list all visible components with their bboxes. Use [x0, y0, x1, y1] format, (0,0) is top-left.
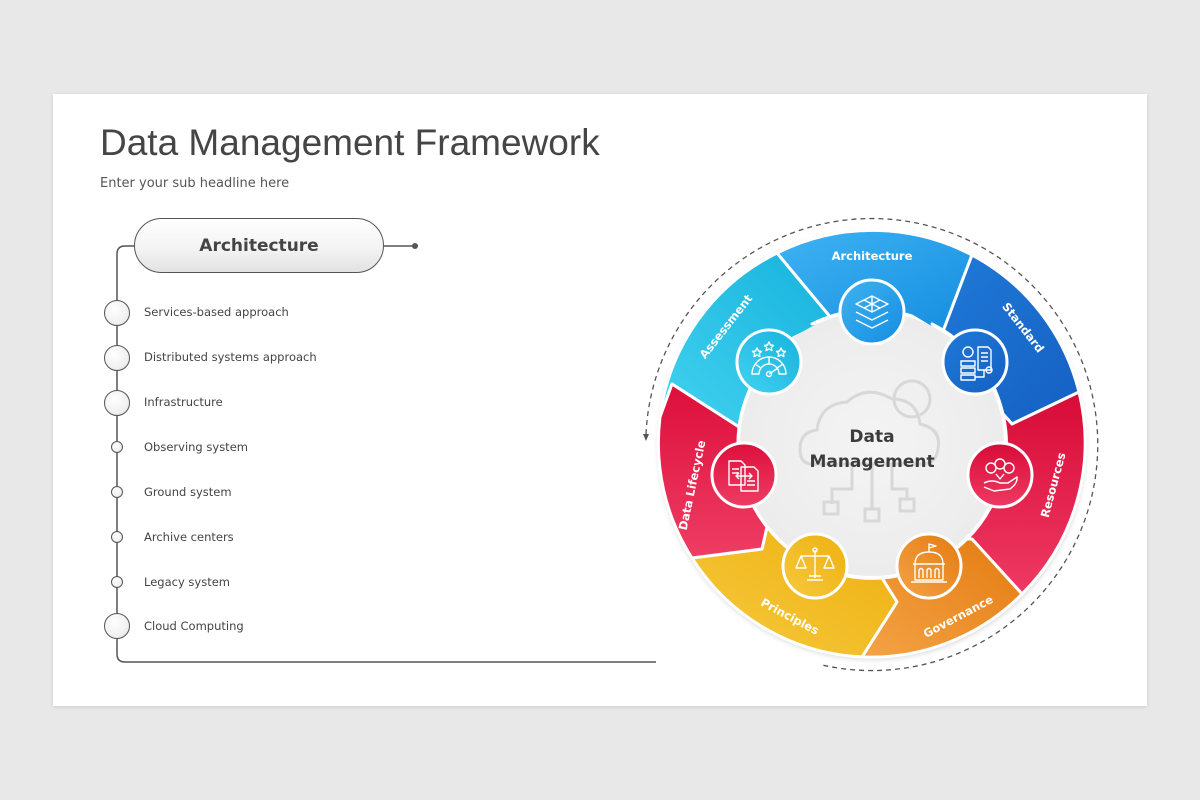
timeline-node-large — [104, 345, 130, 371]
cloud-gear-circuit-icon — [798, 379, 941, 523]
balance-scale-icon — [795, 547, 835, 581]
timeline-node-large — [104, 613, 130, 639]
page-subtitle: Enter your sub headline here — [100, 176, 290, 191]
government-building-icon — [911, 543, 947, 583]
list-item: Distributed systems approach — [144, 350, 317, 364]
slide: Data Management Framework Enter your sub… — [53, 94, 1147, 706]
list-item: Services-based approach — [144, 305, 289, 319]
rating-gauge-icon — [751, 341, 787, 378]
list-item: Infrastructure — [144, 395, 223, 409]
layers-grid-icon — [855, 295, 889, 329]
timeline-node-large — [104, 300, 130, 326]
cycle-dashed-arrow — [645, 217, 1099, 672]
architecture-heading: Architecture — [199, 235, 319, 256]
data-lifecycle-icon-circle — [710, 441, 778, 509]
arrow-head-icon — [643, 434, 649, 441]
document-exchange-icon — [728, 460, 759, 492]
list-item: Cloud Computing — [144, 619, 244, 633]
center-label-line1: Data — [849, 427, 894, 447]
list-item: Observing system — [144, 440, 248, 454]
center-disk — [740, 312, 1004, 576]
list-item: Legacy system — [144, 575, 230, 589]
timeline-node-small — [111, 531, 123, 543]
list-item: Archive centers — [144, 530, 234, 544]
data-management-wheel: Data Management Architecture Standard Re… — [643, 217, 1099, 672]
timeline-node-large — [104, 390, 130, 416]
center-label-line2: Management — [809, 452, 934, 472]
connector-dot — [412, 243, 418, 249]
timeline-node-small — [111, 486, 123, 498]
timeline-node-small — [111, 576, 123, 588]
hand-people-money-icon — [983, 458, 1018, 492]
timeline-connectors — [116, 243, 656, 663]
page-title: Data Management Framework — [100, 122, 600, 163]
timeline-node-small — [111, 441, 123, 453]
segment-label-architecture: Architecture — [832, 249, 913, 263]
resources-icon-circle — [966, 441, 1034, 509]
gear-document-server-icon — [960, 346, 993, 381]
list-item: Ground system — [144, 485, 232, 499]
architecture-heading-pill[interactable]: Architecture — [134, 218, 384, 273]
